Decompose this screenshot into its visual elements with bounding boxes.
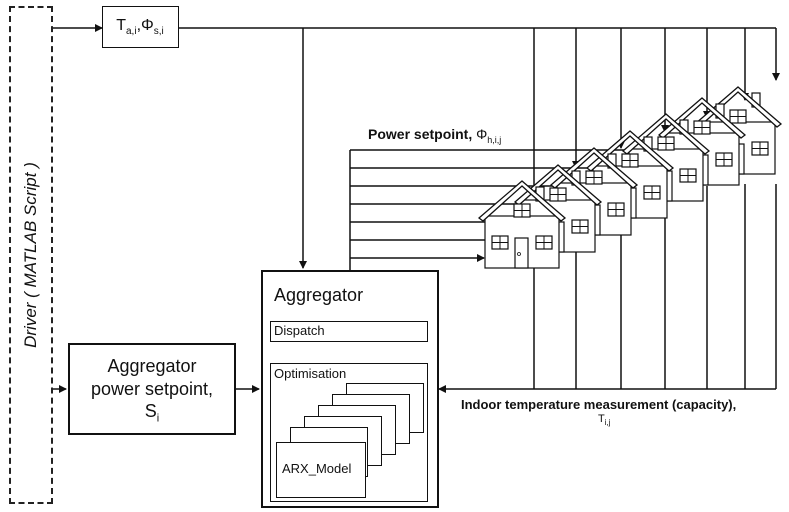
- house-row: [477, 86, 783, 269]
- house-window: [657, 136, 675, 151]
- house-window: [585, 170, 603, 185]
- indoor-temperature-symbol: Ti,j: [598, 413, 611, 427]
- house-window: [715, 152, 733, 167]
- power-setpoint-subscript: h,i,j: [487, 134, 502, 145]
- inputs-label: Ta,i,Φs,i: [116, 17, 164, 37]
- house-window: [513, 203, 531, 218]
- feedback-risers: [533, 184, 777, 389]
- temperature-subscript: a,i: [126, 26, 137, 38]
- inputs-block: [102, 6, 179, 48]
- model-label: ARX_Model: [282, 461, 352, 476]
- house-1: [477, 180, 567, 269]
- house-window: [491, 235, 509, 250]
- solar-symbol: Φ: [141, 16, 154, 34]
- house-window: [535, 235, 553, 250]
- house-window: [643, 185, 661, 200]
- driver-label: Driver ( MATLAB Script ): [21, 162, 40, 348]
- house-window: [571, 219, 589, 234]
- house-window: [751, 141, 769, 156]
- indoor-temperature-subscript: i,j: [604, 418, 611, 428]
- power-setpoint-symbol: Φ: [476, 126, 488, 142]
- setpoint-symbol: Si: [145, 401, 159, 425]
- power-setpoint-label: Power setpoint, Φh,i,j: [368, 126, 501, 145]
- dispatch-label: Dispatch: [274, 323, 325, 338]
- temperature-symbol: T: [116, 16, 126, 34]
- setpoint-block: [68, 343, 236, 435]
- house-window: [693, 120, 711, 135]
- optimisation-label: Optimisation: [274, 366, 347, 381]
- house-window: [621, 153, 639, 168]
- house-window: [729, 109, 747, 124]
- setpoint-line2: power setpoint,: [90, 379, 214, 399]
- indoor-temperature-base: T: [598, 413, 605, 425]
- house-window: [549, 187, 567, 202]
- inputs-separator: ,: [136, 16, 142, 34]
- power-setpoint-text: Power setpoint,: [368, 126, 477, 142]
- house-roof: [477, 180, 567, 222]
- house-window: [607, 202, 625, 217]
- indoor-temperature-label: Indoor temperature measurement (capacity…: [461, 397, 737, 412]
- house-door: [514, 237, 529, 269]
- setpoint-line1: Aggregator: [107, 356, 197, 376]
- setpoint-base: S: [144, 401, 157, 421]
- aggregator-title: Aggregator: [274, 285, 364, 305]
- house-window: [679, 168, 697, 183]
- setpoint-subscript: i: [156, 412, 160, 425]
- model-card-1: [276, 442, 366, 498]
- driver-box: [9, 6, 53, 504]
- house-door-knob: [517, 252, 521, 256]
- solar-subscript: s,i: [153, 26, 164, 38]
- dispatch-box: [270, 321, 428, 342]
